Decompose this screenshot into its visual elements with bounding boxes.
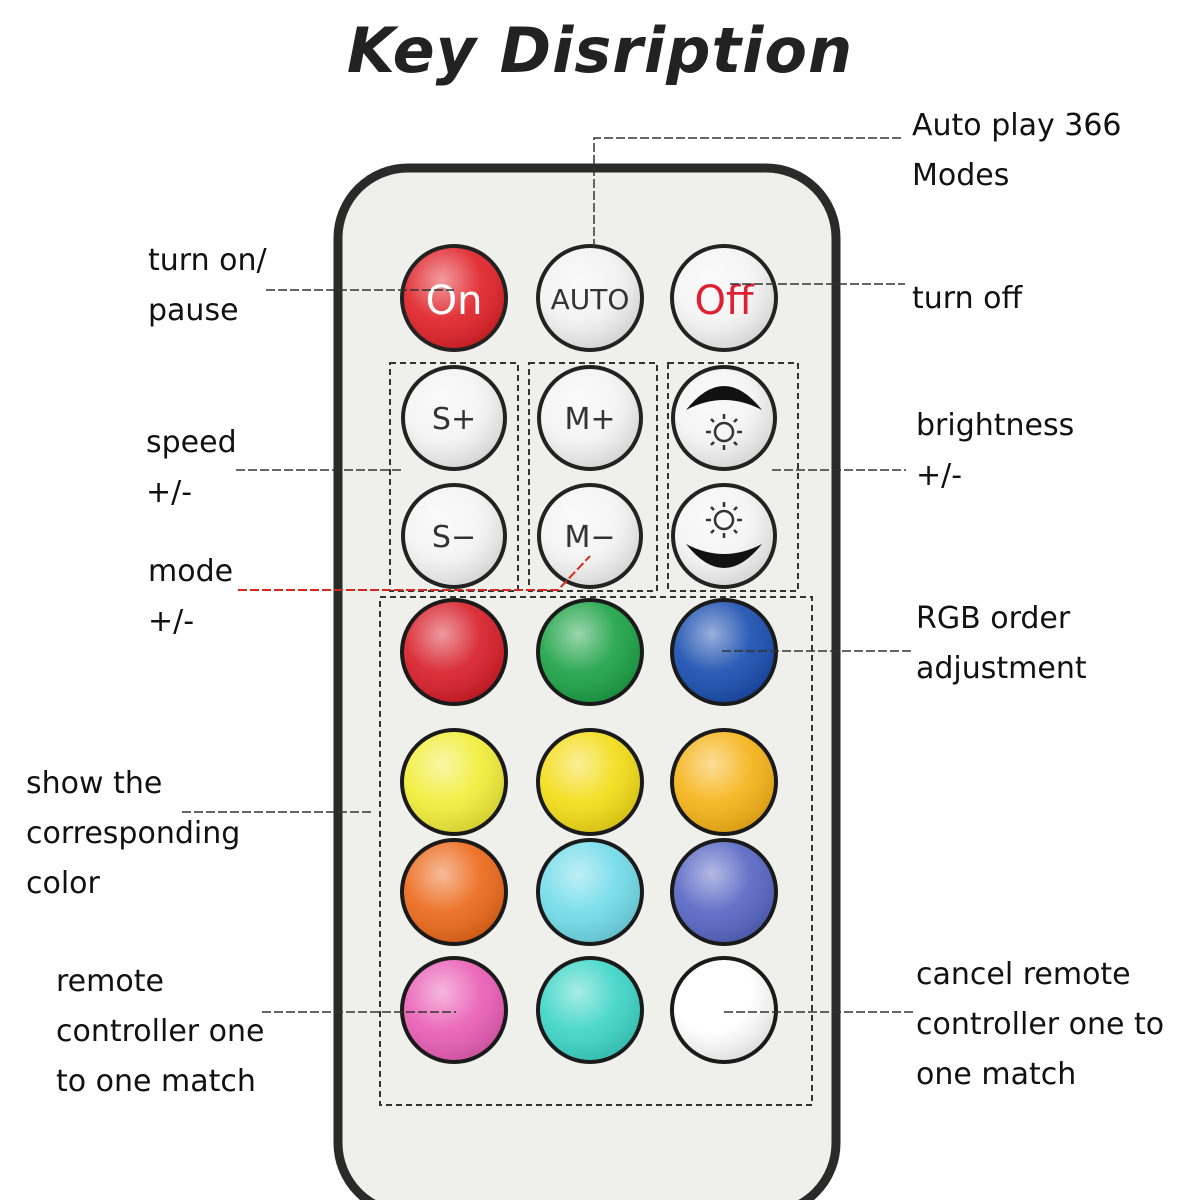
arrow-up-icon — [686, 386, 762, 410]
speed-up-label: S+ — [432, 402, 476, 437]
brightness-down-button[interactable] — [671, 483, 777, 589]
off-button-label: Off — [694, 278, 754, 324]
label-turn-on-pause: turn on/ pause — [148, 243, 267, 328]
mode-up-button[interactable]: M+ — [537, 365, 643, 471]
label-remote-match: remote controller one to one match — [56, 964, 265, 1099]
color-group-box — [379, 596, 813, 1106]
mode-up-label: M+ — [564, 402, 615, 437]
brightness-group-box — [667, 362, 799, 592]
label-show-color: show the corresponding color — [26, 766, 241, 901]
leader-mode — [238, 555, 591, 591]
color-key-button[interactable] — [670, 598, 778, 706]
color-key-button[interactable] — [536, 956, 644, 1064]
color-key-button[interactable] — [536, 598, 644, 706]
color-key-button[interactable] — [670, 838, 778, 946]
sun-icon — [706, 414, 742, 450]
label-speed: speed +/- — [146, 425, 237, 510]
color-key-button[interactable] — [670, 956, 778, 1064]
color-key-button[interactable] — [400, 598, 508, 706]
leader-auto — [593, 137, 902, 248]
label-cancel-match: cancel remote controller one to one matc… — [916, 957, 1165, 1092]
page-title: Key Disription — [346, 14, 854, 87]
color-key-button[interactable] — [670, 728, 778, 836]
arrow-down-icon — [686, 544, 762, 568]
mode-down-label: M− — [564, 520, 615, 555]
color-key-grid — [400, 598, 778, 1064]
color-key-button[interactable] — [400, 728, 508, 836]
speed-down-label: S− — [432, 520, 476, 555]
color-key-button[interactable] — [536, 838, 644, 946]
color-key-button[interactable] — [400, 838, 508, 946]
label-brightness: brightness +/- — [916, 408, 1075, 493]
speed-down-button[interactable]: S− — [401, 483, 507, 589]
label-auto-play: Auto play 366 Modes — [912, 108, 1122, 193]
on-button[interactable]: On — [400, 244, 508, 352]
label-turn-off: turn off — [912, 281, 1023, 316]
mode-group-box — [528, 362, 658, 592]
brightness-up-button[interactable] — [671, 365, 777, 471]
speed-up-button[interactable]: S+ — [401, 365, 507, 471]
on-button-label: On — [426, 278, 483, 324]
off-button[interactable]: Off — [670, 244, 778, 352]
label-mode: mode +/- — [148, 554, 234, 639]
label-rgb-order: RGB order adjustment — [916, 601, 1087, 686]
color-key-button[interactable] — [536, 728, 644, 836]
color-key-button[interactable] — [400, 956, 508, 1064]
sun-icon — [706, 502, 742, 538]
auto-button-label: AUTO — [551, 283, 630, 316]
auto-button[interactable]: AUTO — [536, 244, 644, 352]
mode-down-button[interactable]: M− — [537, 483, 643, 589]
